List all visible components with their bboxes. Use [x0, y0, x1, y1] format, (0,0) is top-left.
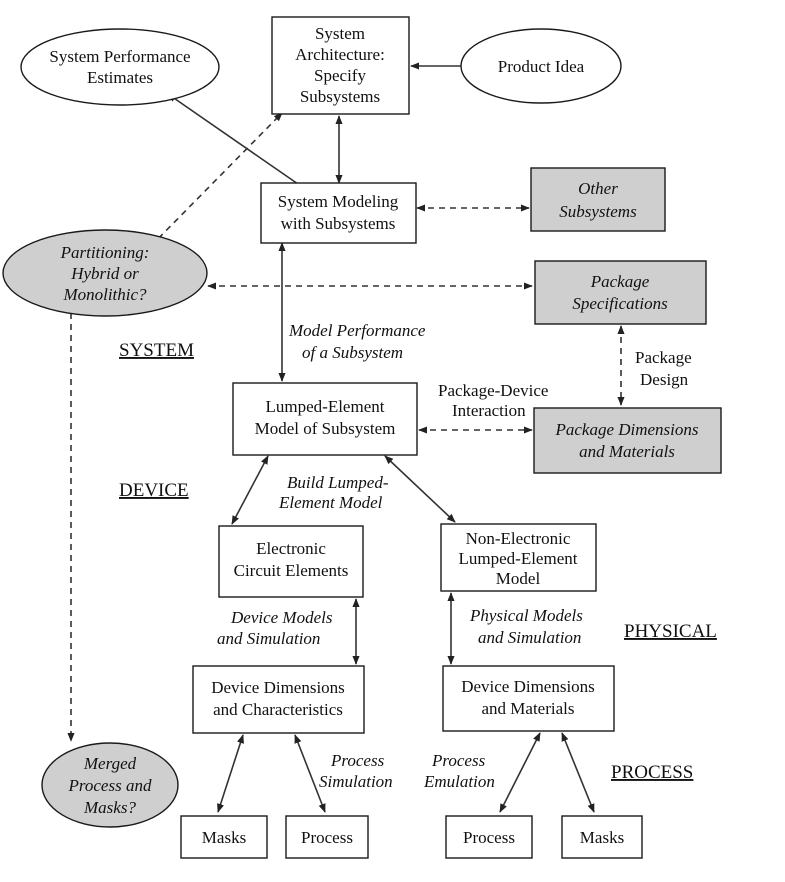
arrow-dimchar-process: [294, 734, 326, 813]
level-device: DEVICE: [119, 480, 189, 501]
label-build-lumped-element: Build Lumped-Element Model: [278, 473, 389, 512]
performance-estimates-line-1: System Performance: [49, 47, 190, 66]
system-architecture-line-4: Subsystems: [300, 87, 380, 106]
process-right-label: Process: [463, 828, 515, 847]
node-package-dimensions: Package Dimensions and Materials: [533, 407, 722, 474]
device-dim-mat-line-2: and Materials: [482, 699, 575, 718]
non-electronic-line-1: Non-Electronic: [466, 529, 571, 548]
node-system-modeling: System Modeling with Subsystems: [260, 182, 417, 244]
system-architecture-line-2: Architecture:: [295, 45, 385, 64]
device-dim-char-line-2: and Characteristics: [213, 700, 343, 719]
svg-text:Process: Process: [463, 828, 515, 847]
package-specifications-line-2: Specifications: [572, 294, 668, 313]
merged-process-line-3: Masks?: [83, 798, 136, 817]
other-subsystems-line-2: Subsystems: [559, 202, 637, 221]
node-process-left: Process: [285, 815, 369, 859]
node-product-idea: Product Idea: [460, 28, 622, 104]
electronic-circuit-line-2: Circuit Elements: [234, 561, 349, 580]
arrow-lumped-electronic: [231, 455, 269, 525]
arrow-lumped-non-electronic: [384, 455, 456, 523]
level-process: PROCESS: [611, 762, 693, 783]
device-dim-char-line-1: Device Dimensions: [211, 678, 345, 697]
masks-left-label: Masks: [202, 828, 246, 847]
system-architecture-line-3: Specify: [314, 66, 366, 85]
level-physical: PHYSICAL: [624, 621, 717, 642]
performance-estimates-line-2: Estimates: [87, 68, 153, 87]
arrow-dimchar-masks: [217, 734, 244, 813]
system-architecture-line-1: System: [315, 24, 365, 43]
merged-process-line-1: Merged: [83, 754, 137, 773]
system-modeling-line-2: with Subsystems: [281, 214, 396, 233]
node-process-right: Process: [445, 815, 533, 859]
lumped-element-line-2: Model of Subsystem: [255, 419, 396, 438]
product-idea-line-1: Product Idea: [498, 57, 585, 76]
merged-process-line-2: Process and: [68, 776, 152, 795]
lumped-element-line-1: Lumped-Element: [266, 397, 385, 416]
connectors: [67, 62, 625, 813]
partitioning-line-2: Hybrid or: [70, 264, 139, 283]
arrow-dimmat-masks: [561, 732, 595, 813]
partitioning-line-1: Partitioning:: [60, 243, 150, 262]
device-dim-mat-line-1: Device Dimensions: [461, 677, 595, 696]
level-system: SYSTEM: [119, 340, 194, 361]
node-device-dimensions-characteristics: Device Dimensions and Characteristics: [192, 665, 365, 734]
arrow-dimmat-process: [499, 732, 541, 813]
svg-text:Masks: Masks: [580, 828, 624, 847]
other-subsystems-line-1: Other: [578, 179, 618, 198]
partitioning-line-3: Monolithic?: [62, 285, 147, 304]
package-dimensions-line-2: and Materials: [579, 442, 675, 461]
node-device-dimensions-materials: Device Dimensions and Materials: [442, 665, 615, 732]
package-dimensions-line-1: Package Dimensions: [554, 420, 698, 439]
masks-right-label: Masks: [580, 828, 624, 847]
non-electronic-line-3: Model: [496, 569, 541, 588]
package-specifications-line-1: Package: [590, 272, 650, 291]
process-left-label: Process: [301, 828, 353, 847]
svg-text:Masks: Masks: [202, 828, 246, 847]
node-masks-left: Masks: [180, 815, 268, 859]
electronic-circuit-line-1: Electronic: [256, 539, 326, 558]
system-modeling-line-1: System Modeling: [278, 192, 399, 211]
node-partitioning: Partitioning: Hybrid or Monolithic?: [2, 229, 208, 317]
non-electronic-line-2: Lumped-Element: [459, 549, 578, 568]
node-masks-right: Masks: [561, 815, 643, 859]
svg-text:Process: Process: [301, 828, 353, 847]
svg-text:Product Idea: Product Idea: [498, 57, 585, 76]
